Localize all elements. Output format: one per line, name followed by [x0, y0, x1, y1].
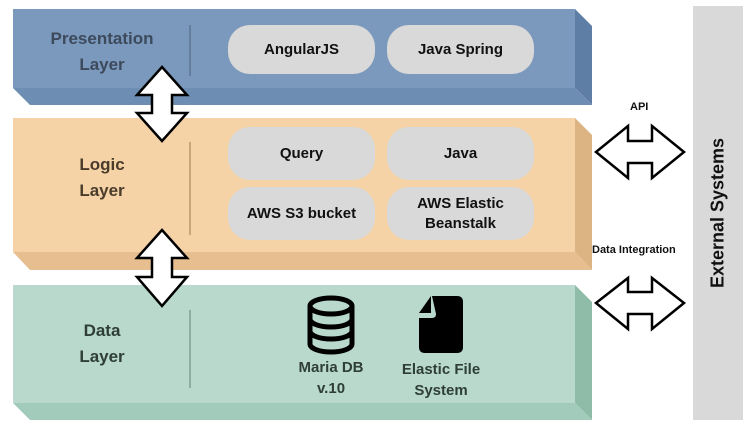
- component-aws-elastic-beanstalk: AWS Elastic Beanstalk: [387, 187, 534, 240]
- presentation-logic-arrow-icon: [134, 65, 190, 143]
- logic-data-arrow-icon: [134, 228, 190, 308]
- component-java-spring: Java Spring: [387, 25, 534, 74]
- component-query: Query: [228, 127, 375, 180]
- database-icon: [307, 295, 355, 355]
- external-systems-box: External Systems: [693, 6, 743, 420]
- component-java: Java: [387, 127, 534, 180]
- file-icon: [419, 296, 463, 353]
- component-aws-s3-bucket: AWS S3 bucket: [228, 187, 375, 240]
- logic-layer-label: Logic Layer: [79, 155, 125, 200]
- logic-layer-bottom: [13, 252, 592, 270]
- component-angularjs: AngularJS: [228, 25, 375, 74]
- data-layer-label: Data Layer: [79, 321, 125, 366]
- external-systems-label: External Systems: [707, 137, 728, 289]
- component-maria-db-label: Maria DB v.10: [298, 359, 364, 397]
- presentation-layer-side: [575, 9, 592, 105]
- presentation-layer-bottom: [13, 88, 592, 105]
- api-label: API: [630, 101, 649, 113]
- data-layer-bottom: [13, 403, 592, 420]
- logic-layer-side: [575, 118, 592, 270]
- presentation-layer-label: Presentation Layer: [50, 29, 154, 74]
- data-layer-side: [575, 285, 592, 420]
- component-elastic-file-system-label: Elastic File System: [401, 361, 481, 399]
- data-integration-arrow-icon: [593, 275, 687, 332]
- data-layer-face: [13, 285, 575, 403]
- data-integration-label: Data Integration: [592, 244, 676, 256]
- data-layer-box: [13, 285, 592, 420]
- api-arrow-icon: [594, 123, 686, 181]
